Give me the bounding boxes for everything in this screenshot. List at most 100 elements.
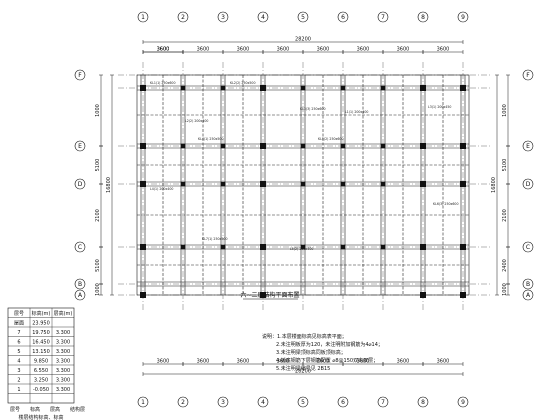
axis-bubble-bottom-circle [297,396,309,408]
dim-bay-bottom-value: 3600 [437,359,450,365]
column [260,85,266,91]
beam-label: KL1(1) 250x600 [150,81,175,85]
dim-bay-bottom-value: 3600 [277,359,290,365]
dim-bay-bottom-value: 3600 [357,359,370,365]
axis-bubble-top-label: 9 [461,14,465,21]
axis-bubble-left-label: E [78,143,82,150]
dim-bay-right-value: 1000 [502,283,508,296]
dim-bay-bottom-value: 3600 [197,359,210,365]
axis-bubble-bottom-circle [377,396,389,408]
axis-bubble-left-circle [74,289,86,301]
axis-bubble-bottom-label: 8 [421,399,425,406]
column [380,85,386,91]
column [380,181,386,187]
dim-bay-right-value: 2400 [502,259,508,272]
dim-bay-top-value: 3600 [197,47,210,53]
column [140,244,146,250]
axis-bubble-top-circle [417,11,429,23]
column [140,292,146,298]
note-line: 说明：1.本层楼面标高见标高表平面； [262,333,347,340]
table-cell: 6.550 [34,368,48,374]
dim-bay-bottom-value: 3600 [317,359,330,365]
axis-bubble-left-circle [74,278,86,290]
beam-label: KL3(3) 250x600 [300,107,325,111]
axis-bubble-top-circle [297,11,309,23]
dim-bay-right-value: 5100 [502,159,508,172]
column [420,143,426,149]
axis-bubble-top-circle [217,11,229,23]
axis-bubble-top-circle [257,11,269,23]
column [260,181,266,187]
table-footer-label: 标高 [30,406,40,413]
table-cell: 屋面 [14,321,24,327]
note-line: 3.未注明梁顶标高同板顶标高； [276,349,346,356]
secondary-beams [137,75,469,295]
beam-label: KL4(1) 250x500 [198,137,223,141]
axis-bubble-right-label: C [526,244,530,251]
axis-bubble-left-label: F [78,72,82,79]
dim-bay-left-value: 1000 [95,283,101,296]
axis-bubble-bottom-label: 1 [141,399,145,406]
axis-grid [118,62,490,312]
dim-bay-bottom-value: 3600 [237,359,250,365]
axis-bubble-top-label: 6 [341,14,345,21]
axis-bubble-left-label: D [78,181,83,188]
axis-bubble-left-circle [74,178,86,190]
axis-bubble-top-circle [137,11,149,23]
table-cell: -0.050 [33,387,49,393]
axis-bubble-top-label: 4 [261,14,265,21]
column [460,292,466,298]
table-footer-label: 层号 [10,407,20,413]
axis-bubble-bottom-label: 7 [381,399,385,406]
table-cell: 3.250 [34,378,48,384]
table-cell: 3.300 [56,330,70,336]
dim-bay-left-value: 5100 [95,259,101,272]
beam-label: L5(2) 200x400 [290,247,313,251]
column [260,244,266,250]
table-cell: 16.450 [32,340,50,346]
axis-bubble-right-label: F [526,72,530,79]
axis-bubble-bottom-circle [417,396,429,408]
table-header-cell: 层高(m) [54,310,73,317]
beam-label: L4(1) 200x400 [150,187,173,191]
column [140,143,146,149]
column [460,181,466,187]
column [180,181,186,187]
axis-bubble-right-circle [522,69,534,81]
column [420,181,426,187]
axis-bubble-top-label: 2 [181,14,185,21]
table-title: 楼层结构标高、标高 [18,414,63,420]
table-footer-label: 层高 [50,406,60,413]
axis-bubble-right-label: A [526,292,531,299]
beam-label: L3(1) 200x450 [428,105,451,109]
table-cell: 3 [17,368,20,374]
dim-bay-top-value: 3600 [317,47,330,53]
column [340,244,346,250]
note-line: 2.未注明板厚为120，未注明附加钢筋为4⌀14； [276,341,383,348]
axis-bubble-right-circle [522,178,534,190]
axis-bubble-top-circle [177,11,189,23]
column [420,292,426,298]
table-cell: 4 [17,359,20,365]
dim-total-right-value: 16800 [491,177,497,193]
axis-bubble-bottom-label: 6 [341,399,345,406]
table-cell: 3.300 [56,368,70,374]
table-header-cell: 层号 [14,311,24,317]
axis-bubble-left-label: C [78,244,82,251]
dimension-lines [99,40,510,376]
table-cell: 3.300 [56,349,70,355]
beam-label: KL2(2) 250x500 [230,81,255,85]
axis-bubble-top-label: 3 [221,14,225,21]
outer-beam-outline [136,74,470,296]
column [140,85,146,91]
axis-bubble-top-label: 8 [421,14,425,21]
table-header-cell: 标高(m) [32,310,51,317]
column [140,181,146,187]
dim-bay-bottom-value: 3600 [397,359,410,365]
axis-bubble-right-circle [522,289,534,301]
